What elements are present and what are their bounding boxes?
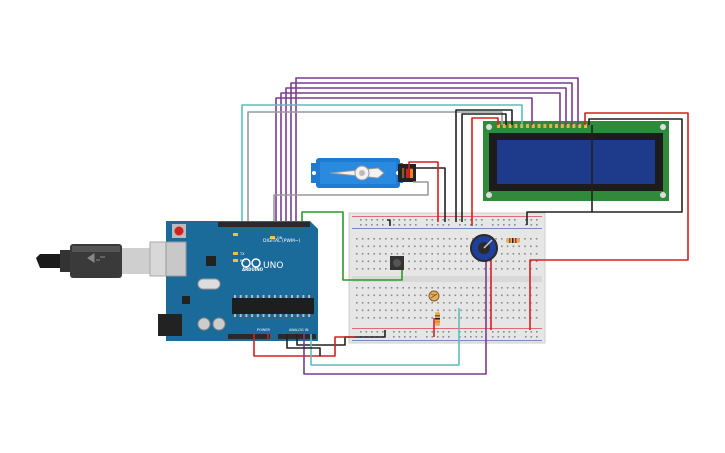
digital-header: [218, 222, 310, 227]
atmega-chip: [232, 298, 314, 314]
potentiometer[interactable]: [470, 234, 498, 262]
wire-black-bb[interactable]: [387, 219, 391, 226]
wire-black-a[interactable]: [286, 334, 321, 356]
wire-purple-pot[interactable]: [303, 258, 487, 375]
pushbutton[interactable]: [390, 256, 404, 270]
wire-black-1[interactable]: [455, 109, 513, 222]
model-label: UNO: [263, 261, 283, 271]
wire-teal-ldr[interactable]: [310, 308, 460, 366]
photoresistor[interactable]: [428, 290, 440, 302]
wire-black-servo[interactable]: [404, 167, 446, 222]
micro-servo[interactable]: [311, 158, 416, 188]
wire-red-lcd[interactable]: [529, 112, 689, 330]
wire-teal-1[interactable]: [241, 104, 523, 221]
power-header: [228, 334, 270, 339]
analog-header-label: ANALOG IN: [289, 328, 309, 332]
resistor-2[interactable]: [435, 312, 440, 326]
wire-red-pot[interactable]: [471, 117, 499, 226]
wire-purple-3[interactable]: [285, 87, 567, 221]
tx-label: TX: [239, 252, 245, 256]
wire-grey-servo[interactable]: [273, 181, 429, 221]
brand-label: ARDUINO: [242, 267, 264, 272]
wire-black-2[interactable]: [461, 113, 507, 222]
on-label: ON: [277, 236, 283, 240]
usb-cable: [36, 241, 187, 278]
wire-black-lcd-back[interactable]: [526, 118, 683, 225]
wire-red-5v[interactable]: [253, 334, 355, 357]
wire-purple-1[interactable]: [295, 77, 579, 221]
servo-horn[interactable]: [329, 165, 385, 181]
lcd-display[interactable]: [483, 121, 669, 201]
wire-purple-5[interactable]: [275, 97, 533, 221]
digital-header-label: DIGITAL (PWM~): [263, 238, 301, 244]
wire-purple-4[interactable]: [280, 92, 561, 221]
wires: [241, 77, 689, 375]
lcd-screen: [497, 140, 655, 184]
power-header-label: POWER: [257, 328, 271, 332]
arduino-logo-icon: [241, 258, 261, 268]
breadboard[interactable]: [348, 212, 546, 344]
wire-grey-1[interactable]: [247, 111, 503, 221]
power-jack: [158, 314, 182, 336]
arduino-board[interactable]: TX RX ON ARDUINO UNO DIGITAL (PWM~) POWE…: [158, 221, 318, 341]
wire-green-button[interactable]: [301, 211, 403, 281]
wire-black-gnd[interactable]: [296, 330, 386, 346]
resistor-1[interactable]: [506, 238, 520, 243]
wire-red-servo[interactable]: [408, 161, 439, 222]
wire-purple-2[interactable]: [290, 82, 573, 221]
usb-jack: [165, 241, 187, 277]
